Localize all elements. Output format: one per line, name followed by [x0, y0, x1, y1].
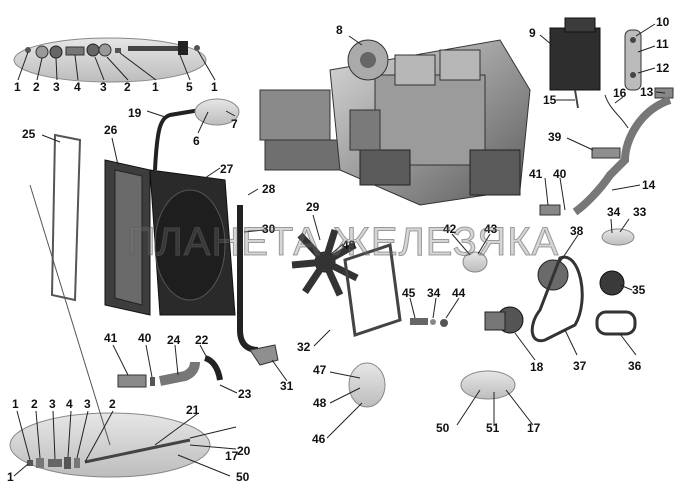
- callout-label: 40: [553, 167, 567, 181]
- callout-label: 34: [607, 205, 621, 219]
- lower-hoses: [117, 355, 223, 388]
- pipe-14: [572, 96, 672, 216]
- hose-41-top: [539, 204, 561, 216]
- pulley-35: [599, 270, 625, 296]
- callout-label: 30: [262, 222, 276, 236]
- callout-label: 8: [336, 23, 343, 37]
- callout-label: 2: [109, 397, 116, 411]
- callout-label: 41: [104, 331, 118, 345]
- leader-lines: [13, 23, 666, 477]
- callout-label: 51: [486, 421, 500, 435]
- callout-label: 2: [31, 397, 38, 411]
- callout-label: 20: [237, 444, 251, 458]
- callout-label: 49: [342, 238, 356, 252]
- callout-label: 27: [220, 162, 234, 176]
- callout-label: 1: [152, 80, 159, 94]
- callout-label: 46: [312, 432, 326, 446]
- callout-label: 35: [632, 283, 646, 297]
- elbow-31: [249, 344, 279, 366]
- callout-label: 36: [628, 359, 642, 373]
- callout-label: 15: [543, 93, 557, 107]
- callout-label: 22: [195, 333, 209, 347]
- hose-19: [153, 108, 201, 171]
- callout-label: 3: [53, 80, 60, 94]
- callout-label: 7: [231, 117, 238, 131]
- callout-label: 50: [436, 421, 450, 435]
- callout-label: 50: [236, 470, 250, 484]
- engine-assembly: [259, 39, 531, 206]
- callout-label: 10: [656, 15, 670, 29]
- belt-36: [595, 310, 637, 336]
- callout-label: 42: [443, 222, 457, 236]
- callout-label: 5: [186, 80, 193, 94]
- long-rod: [29, 184, 111, 446]
- callout-label: 2: [124, 80, 131, 94]
- radiator: [104, 159, 151, 316]
- expansion-tank: [549, 17, 601, 109]
- hose-16: [604, 94, 629, 129]
- callout-label: 31: [280, 379, 294, 393]
- callout-label: 29: [306, 200, 320, 214]
- fan-bracket: [343, 243, 402, 337]
- hose-30: [237, 205, 259, 353]
- callout-label: 47: [313, 363, 327, 377]
- callout-label: 17: [225, 449, 239, 463]
- bolt-group-45: [410, 318, 448, 327]
- callout-label: 4: [66, 397, 73, 411]
- callout-label: 2: [33, 80, 40, 94]
- callout-label: 39: [548, 130, 562, 144]
- callout-label: 13: [640, 85, 654, 99]
- belt-37: [530, 255, 584, 343]
- callout-label: 34: [427, 286, 441, 300]
- fitting-42: [462, 251, 488, 273]
- callout-label: 32: [297, 340, 311, 354]
- fan: [291, 228, 359, 297]
- callout-label: 6: [193, 134, 200, 148]
- callout-label: 28: [262, 182, 276, 196]
- fitting-50-51-group: [460, 370, 516, 400]
- callout-label: 48: [313, 396, 327, 410]
- fitting-6-7-group: [194, 98, 240, 126]
- tank-bracket: [624, 29, 642, 91]
- fitting-33-34-group: [601, 228, 635, 246]
- callout-label: 43: [484, 222, 498, 236]
- fan-shroud: [149, 169, 236, 316]
- callout-label: 24: [167, 333, 181, 347]
- callout-label: 9: [529, 26, 536, 40]
- callout-label: 19: [128, 106, 142, 120]
- callout-label: 4: [74, 80, 81, 94]
- callout-label: 3: [84, 397, 91, 411]
- callout-label: 11: [656, 37, 669, 51]
- callout-label: 38: [570, 224, 584, 238]
- callout-label: 45: [402, 286, 416, 300]
- callout-label: 40: [138, 331, 152, 345]
- callout-label: 1: [12, 397, 19, 411]
- callout-label: 1: [211, 80, 218, 94]
- fitting-46-48-group: [348, 362, 386, 408]
- callout-label: 41: [529, 167, 543, 181]
- callout-label: 44: [452, 286, 466, 300]
- callout-label: 21: [186, 403, 200, 417]
- callout-label: 37: [573, 359, 587, 373]
- callout-label: 14: [642, 178, 656, 192]
- callout-label: 12: [656, 61, 670, 75]
- callout-labels: 1 2 3 4 3 2 1 5 1 6 7 8 9 10 11 12 13 14…: [7, 15, 670, 484]
- callout-label: 3: [49, 397, 56, 411]
- callout-label: 26: [104, 123, 118, 137]
- callout-label: 33: [633, 205, 647, 219]
- callout-label: 3: [100, 80, 107, 94]
- callout-label: 16: [613, 86, 627, 100]
- callout-label: 18: [530, 360, 544, 374]
- callout-label: 23: [238, 387, 252, 401]
- callout-label: 1: [7, 470, 14, 484]
- callout-label: 1: [14, 80, 21, 94]
- radiator-frame: [50, 133, 82, 302]
- callout-label: 17: [527, 421, 541, 435]
- callout-label: 25: [22, 127, 36, 141]
- sleeve-39: [591, 147, 621, 159]
